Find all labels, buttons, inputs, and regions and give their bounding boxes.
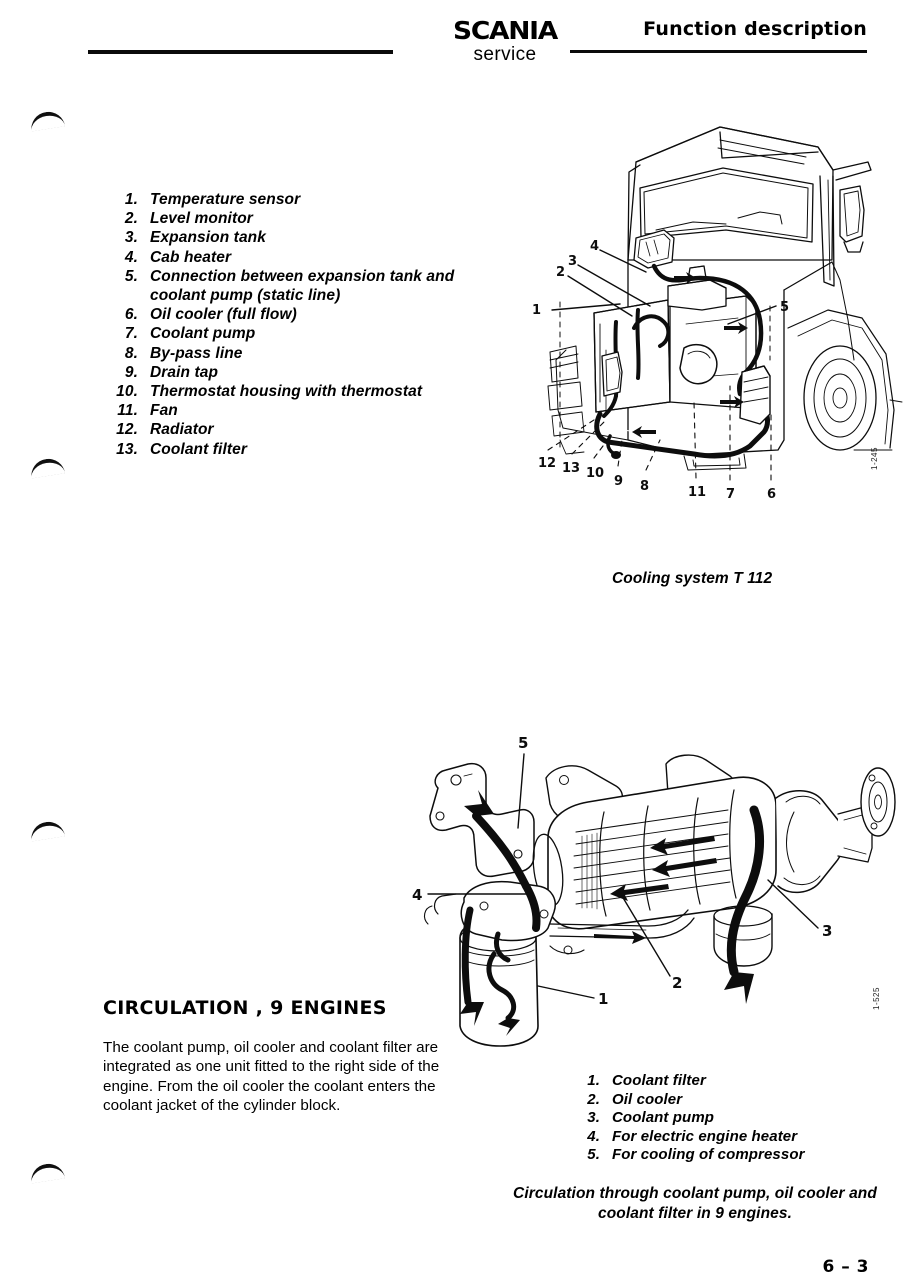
figure-caption-cooling-system: Cooling system T 112 bbox=[612, 570, 773, 587]
svg-text:12: 12 bbox=[538, 456, 556, 471]
scania-logo: SCANIA service bbox=[430, 18, 580, 66]
svg-text:1: 1 bbox=[598, 990, 608, 1008]
figure-reference-code: 1-525 bbox=[872, 987, 881, 1010]
legend-item-label: Expansion tank bbox=[150, 229, 266, 247]
legend-item-label: Level monitor bbox=[150, 210, 253, 228]
punch-hole-mark bbox=[28, 1161, 66, 1184]
punch-hole-mark bbox=[28, 819, 66, 842]
legend-item-label: Coolant filter bbox=[612, 1072, 706, 1089]
svg-text:7: 7 bbox=[726, 487, 735, 502]
legend-item-label: Temperature sensor bbox=[150, 191, 301, 208]
legend-item-number: 5. bbox=[587, 1146, 600, 1164]
legend-item-number: 2. bbox=[587, 1090, 600, 1108]
legend-item: 5. For cooling of compressor bbox=[572, 1146, 872, 1165]
legend-item: 6. Oil cooler (full flow) bbox=[104, 305, 474, 324]
legend-item-label: Radiator bbox=[150, 421, 214, 439]
svg-text:2: 2 bbox=[672, 974, 682, 992]
svg-text:10: 10 bbox=[586, 466, 604, 481]
legend-item: 3. Coolant pump bbox=[572, 1109, 872, 1128]
header-rule-left bbox=[88, 50, 393, 54]
legend-item-number: 11. bbox=[117, 402, 138, 420]
svg-text:13: 13 bbox=[562, 461, 580, 476]
legend-item: 1. Coolant filter bbox=[572, 1072, 872, 1091]
legend-item: 4. Cab heater bbox=[104, 248, 474, 267]
legend-item-label: Connection between expansion tank and bbox=[150, 267, 455, 285]
legend-item-number: 2. bbox=[124, 210, 138, 228]
legend-item-number: 6. bbox=[124, 306, 138, 324]
svg-text:4: 4 bbox=[412, 886, 422, 904]
brand-subtitle: service bbox=[473, 44, 537, 65]
svg-text:2: 2 bbox=[556, 265, 565, 280]
legend-item-label: Coolant pump bbox=[150, 325, 256, 343]
header-rule-right bbox=[570, 50, 867, 53]
figure-caption-circulation: Circulation through coolant pump, oil co… bbox=[500, 1184, 890, 1224]
legend-item-number: 7. bbox=[124, 325, 138, 343]
svg-text:3: 3 bbox=[568, 254, 577, 269]
legend-item-label: Coolant pump bbox=[612, 1109, 715, 1127]
legend-item: 2. Oil cooler bbox=[572, 1091, 872, 1110]
svg-text:5: 5 bbox=[518, 734, 528, 752]
legend-item-label: For cooling of compressor bbox=[612, 1146, 805, 1164]
svg-text:1: 1 bbox=[532, 303, 541, 318]
svg-text:3: 3 bbox=[822, 922, 832, 940]
legend-item-label: Fan bbox=[150, 402, 178, 420]
legend-pump-assembly: 1. Coolant filter 2. Oil cooler 3. Coolant pu… bbox=[572, 1072, 872, 1165]
legend-item-label: Drain tap bbox=[150, 363, 219, 381]
legend-item-continuation: coolant pump (static line) bbox=[150, 287, 341, 305]
legend-item-number: 10. bbox=[116, 383, 138, 401]
legend-item-label: Oil cooler (full flow) bbox=[150, 306, 297, 324]
legend-item: 1. Temperature sensor bbox=[104, 190, 474, 209]
legend-cooling-system: 1. Temperature sensor 2. Level monitor 3. Exp… bbox=[104, 190, 474, 459]
legend-item-number: 4. bbox=[587, 1127, 600, 1145]
legend-item-number: 8. bbox=[124, 344, 138, 362]
legend-item: 3. Expansion tank bbox=[104, 228, 474, 247]
brand-name: SCANIA bbox=[453, 16, 558, 45]
svg-text:4: 4 bbox=[590, 239, 599, 254]
legend-item: 11. Fan bbox=[104, 401, 474, 420]
svg-text:8: 8 bbox=[640, 479, 649, 494]
figure-cooling-system-t112: 1 2 3 4 5 12 13 10 9 8 11 7 6 bbox=[488, 110, 913, 510]
legend-item: 5. Connection between expansion tank and bbox=[104, 267, 474, 286]
legend-item-label: Oil cooler bbox=[612, 1090, 683, 1108]
legend-item-number: 5. bbox=[124, 267, 138, 285]
page-title: Function description bbox=[643, 18, 867, 40]
section-heading: CIRCULATION , 9 ENGINES bbox=[103, 997, 387, 1019]
punch-hole-mark bbox=[28, 109, 66, 132]
legend-item-number: 3. bbox=[587, 1109, 600, 1127]
legend-item: 10. Thermostat housing with thermostat bbox=[104, 382, 474, 401]
legend-item: 4. For electric engine heater bbox=[572, 1128, 872, 1147]
legend-item: 8. By-pass line bbox=[104, 344, 474, 363]
svg-text:5: 5 bbox=[780, 300, 789, 315]
legend-item: 13. Coolant filter bbox=[104, 440, 474, 459]
legend-item-number: 3. bbox=[124, 229, 138, 247]
legend-item-label: For electric engine heater bbox=[612, 1127, 798, 1145]
legend-item-number: 4. bbox=[124, 248, 138, 266]
svg-text:11: 11 bbox=[688, 485, 706, 500]
caption-line-1: Circulation through coolant pump, oil co… bbox=[513, 1185, 877, 1202]
legend-item-number: 1. bbox=[124, 191, 138, 208]
legend-item-number: 13. bbox=[116, 440, 138, 458]
section-body-text: The coolant pump, oil cooler and coolant… bbox=[103, 1039, 440, 1115]
page-header: SCANIA service Function description bbox=[0, 0, 915, 80]
legend-item-label: Cab heater bbox=[150, 248, 232, 266]
legend-item-number: 1. bbox=[587, 1072, 600, 1089]
legend-item: 9. Drain tap bbox=[104, 363, 474, 382]
svg-text:6: 6 bbox=[767, 487, 776, 502]
legend-item-label: By-pass line bbox=[150, 344, 243, 362]
legend-item-number: 12. bbox=[116, 421, 138, 439]
legend-item: 12. Radiator bbox=[104, 420, 474, 439]
legend-item: 2. Level monitor bbox=[104, 209, 474, 228]
page-number: 6 – 3 bbox=[822, 1257, 869, 1277]
legend-item-label: Thermostat housing with thermostat bbox=[150, 383, 423, 401]
caption-line-2: coolant filter in 9 engines. bbox=[598, 1205, 792, 1222]
figure-reference-code: 1-245 bbox=[870, 447, 879, 470]
legend-item-number: 9. bbox=[124, 363, 138, 381]
legend-item-label: Coolant filter bbox=[150, 440, 247, 458]
punch-hole-mark bbox=[28, 456, 66, 479]
figure-coolant-pump-assembly: 5 4 3 2 1 bbox=[398, 728, 898, 1063]
legend-item: 7. Coolant pump bbox=[104, 324, 474, 343]
svg-text:9: 9 bbox=[614, 474, 623, 489]
